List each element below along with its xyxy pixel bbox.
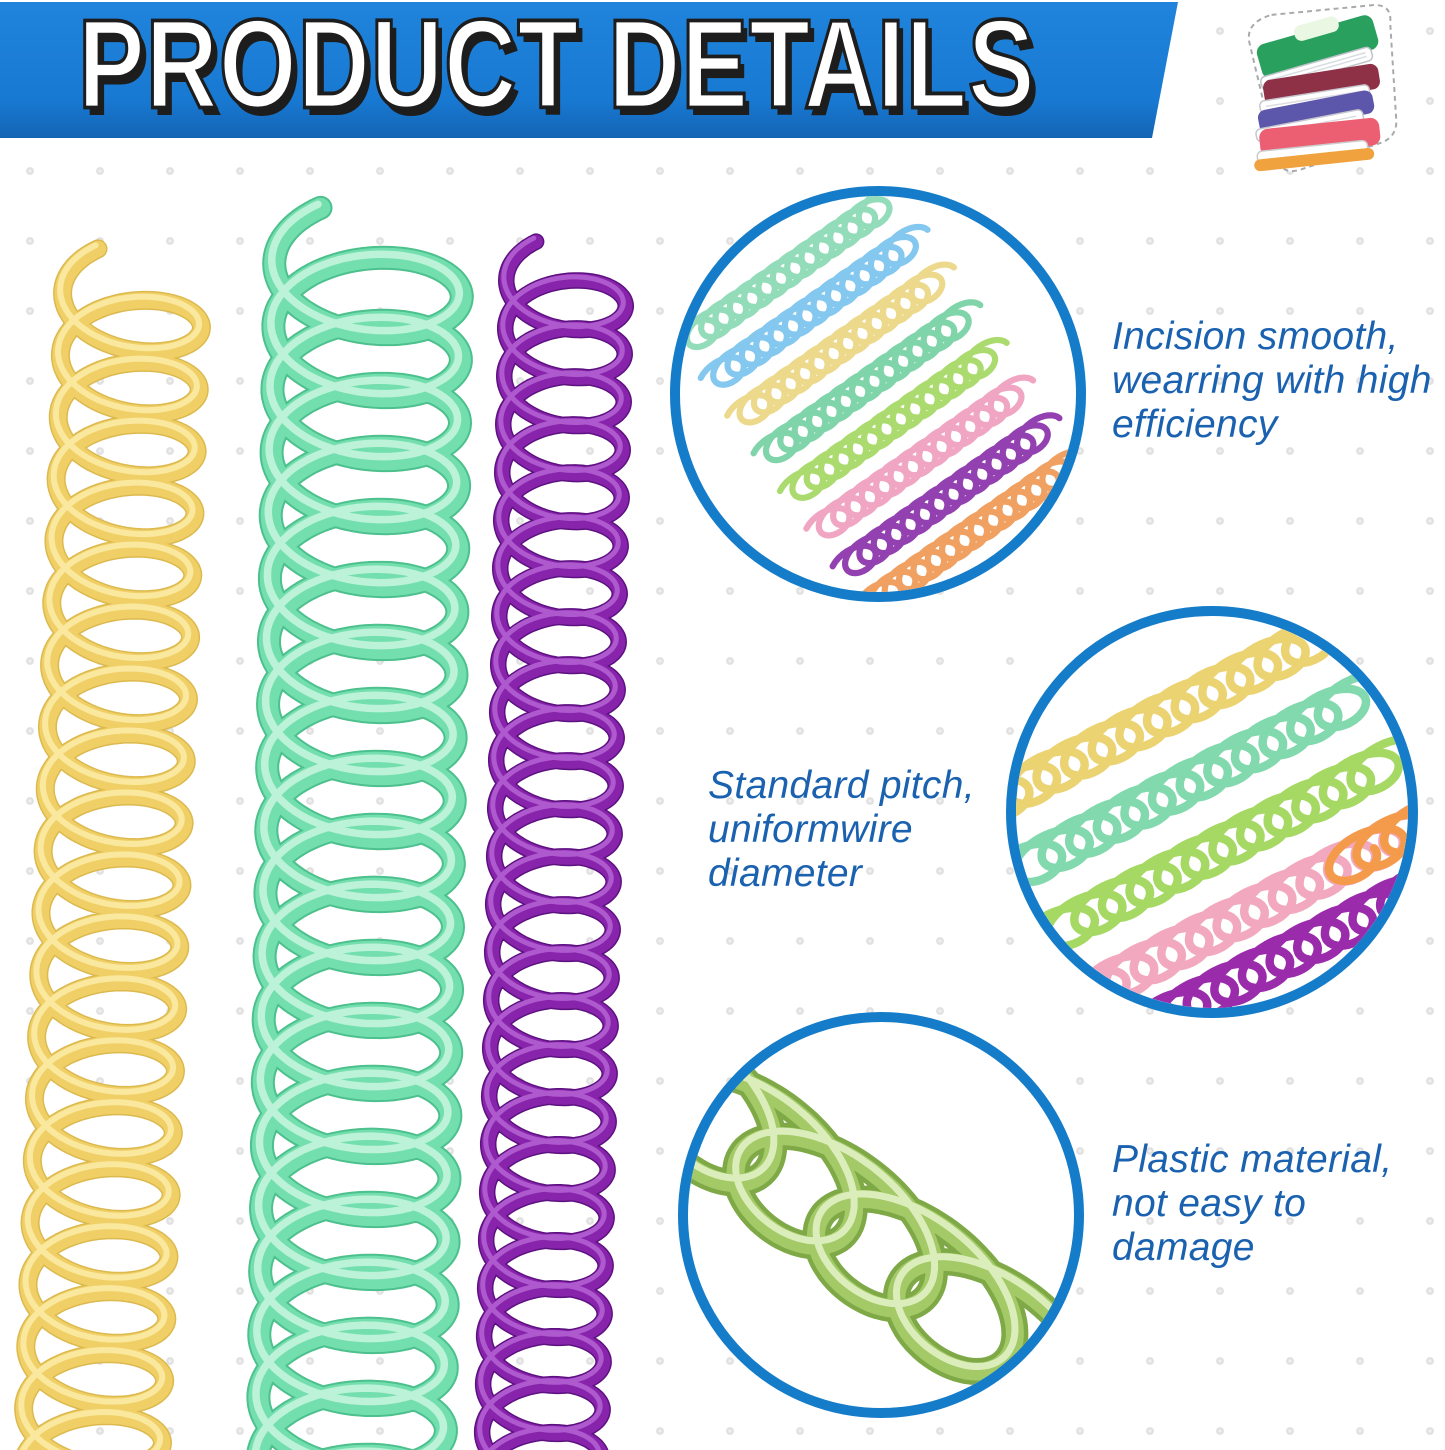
pitch-coil-3 [1020, 734, 1408, 951]
pitch-coil-5 [1077, 846, 1408, 1008]
header-banner: PRODUCT DETAILS [0, 0, 1178, 138]
pitch-coil-1 [1016, 616, 1362, 823]
coil-closeup-zoom-image [688, 1046, 1074, 1408]
callout-circle-material [678, 1012, 1084, 1418]
callout-text-pitch: Standard pitch, uniformwire diameter [708, 764, 975, 896]
zoom-coil-3 [724, 261, 958, 426]
callout-circle-pitch [1006, 606, 1418, 1018]
closeup-green-coil [688, 1046, 1074, 1408]
books-stack-icon [1247, 3, 1398, 173]
zoom-coil-4 [750, 299, 984, 464]
yellow-coil [11, 239, 211, 1450]
callout-text-material: Plastic material, not easy to damage [1112, 1138, 1393, 1270]
zoom-coil-8 [854, 448, 1076, 592]
zoom-coil-5 [776, 336, 1010, 501]
spiral-coils-product-image [11, 195, 635, 1450]
zoom-coil-2 [697, 223, 931, 388]
green-coil [244, 195, 474, 1450]
pitch-coil-orange [1324, 796, 1408, 886]
callout-text-incision: Incision smooth, wearring with high effi… [1112, 315, 1432, 447]
callout-circle-incision [670, 186, 1086, 602]
page-title: PRODUCT DETAILS [77, 0, 1037, 137]
purple-coil [471, 233, 635, 1450]
zoom-coil-6 [803, 374, 1037, 539]
zoom-coil-7 [829, 412, 1063, 577]
book-pink [1254, 117, 1381, 172]
coils-pitch-zoom-image [1016, 616, 1408, 1008]
pitch-coil-2 [1016, 670, 1395, 887]
zoom-coil-1 [680, 196, 905, 351]
coils-assorted-zoom-image [680, 196, 1076, 592]
